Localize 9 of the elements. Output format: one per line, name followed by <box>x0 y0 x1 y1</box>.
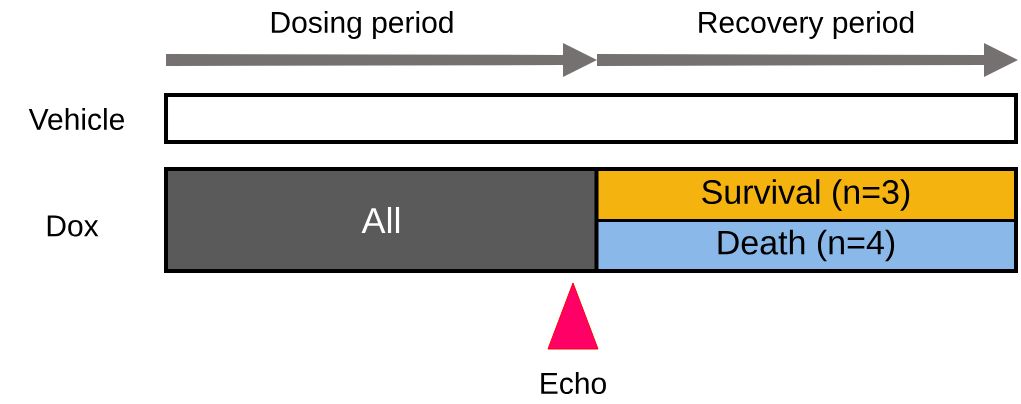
timeline-bar <box>164 93 1018 144</box>
row-label: Vehicle <box>28 108 125 130</box>
row-label: Dox <box>47 215 99 237</box>
label: Recovery period <box>699 11 914 39</box>
segment-box: All <box>168 171 595 269</box>
segment-box: Survival (n=3) <box>598 171 1014 219</box>
label: Dosing period <box>271 11 453 39</box>
label: Echo <box>541 372 606 394</box>
segment-box: Death (n=4) <box>598 222 1014 269</box>
